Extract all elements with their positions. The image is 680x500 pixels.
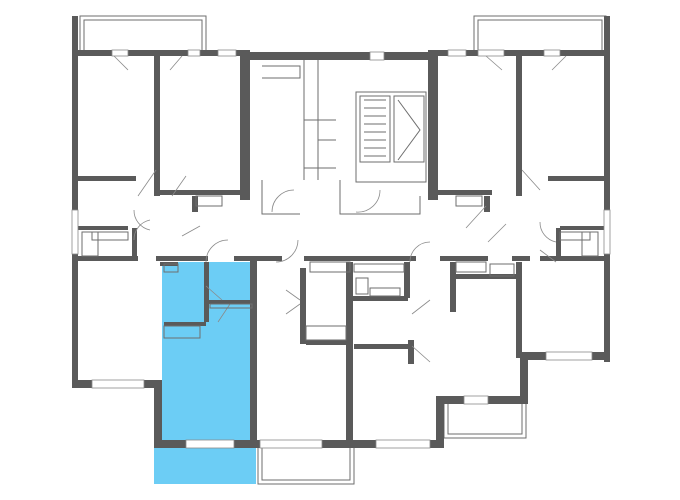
balcony-top-right bbox=[473, 15, 607, 50]
highlighted-apartment[interactable] bbox=[154, 262, 256, 484]
balconies bbox=[79, 15, 607, 485]
bathtub-left bbox=[81, 231, 99, 257]
fixtures bbox=[81, 195, 599, 341]
balcony-bottom-center bbox=[257, 444, 355, 485]
door-entrance-central bbox=[271, 189, 295, 213]
highlighted-apartment-room bbox=[162, 262, 254, 440]
kitchen-counter bbox=[195, 195, 223, 207]
doors bbox=[113, 55, 567, 363]
bathtub-highlighted bbox=[163, 325, 201, 339]
highlighted-apartment-balcony bbox=[154, 448, 256, 484]
stair-core bbox=[261, 60, 427, 215]
exterior-walls bbox=[72, 16, 610, 448]
windows bbox=[71, 49, 611, 449]
balcony-top-left bbox=[79, 15, 207, 50]
balcony-bottom-right bbox=[443, 404, 527, 439]
interior-walls bbox=[78, 56, 606, 448]
